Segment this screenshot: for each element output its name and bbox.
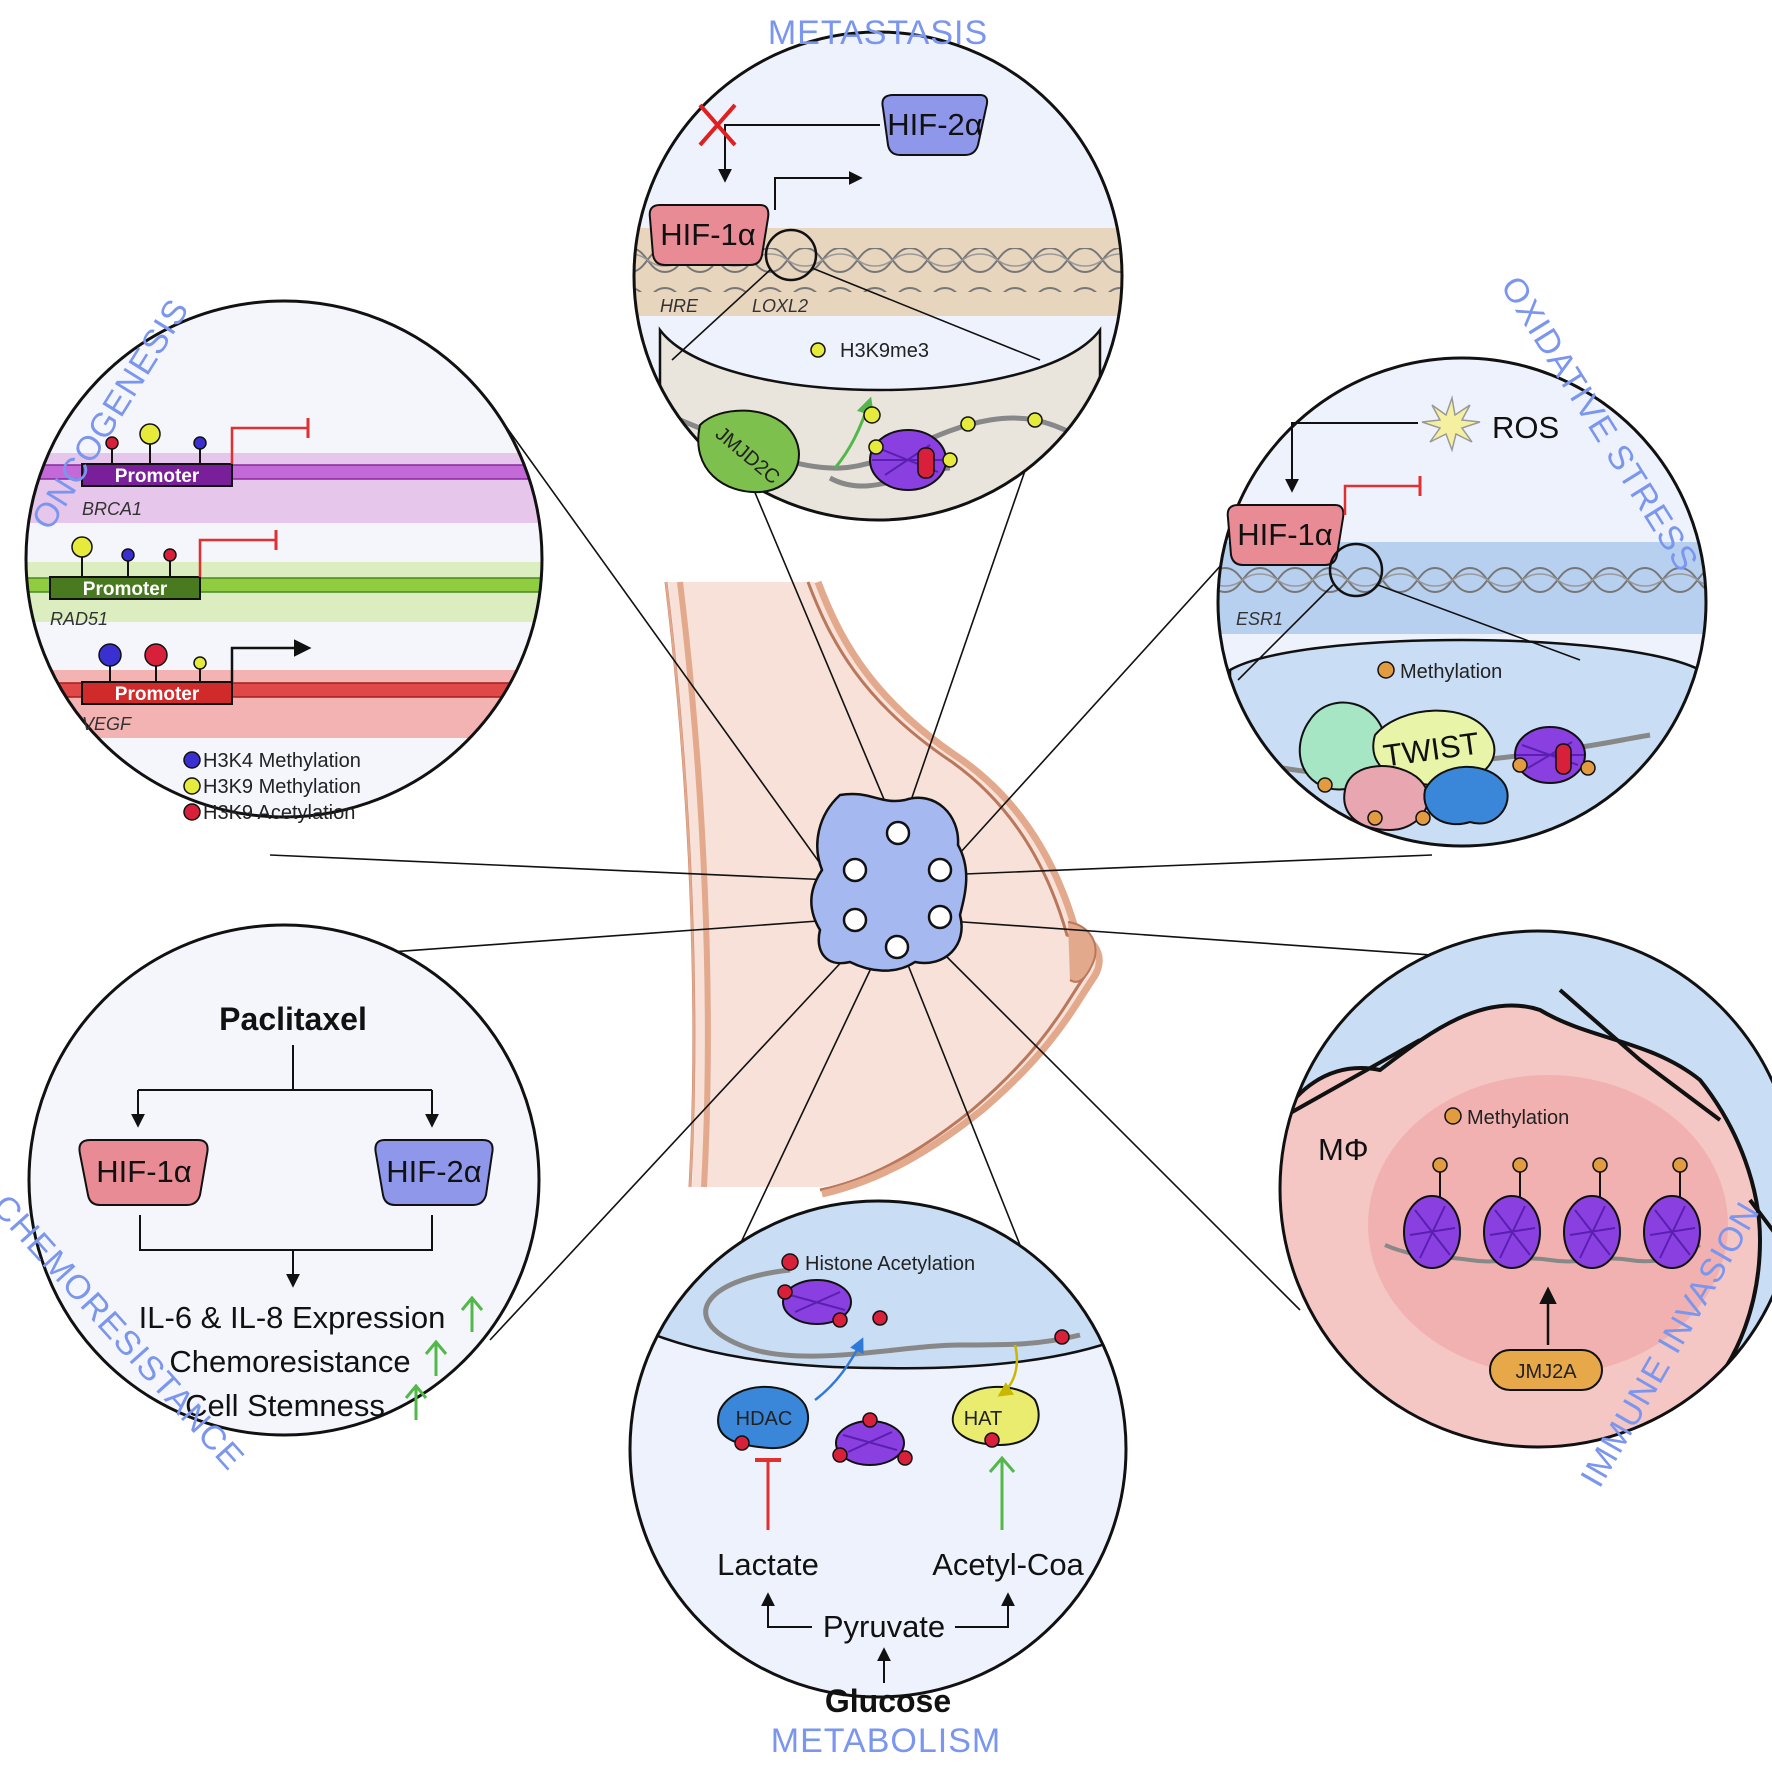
ros-starburst-icon [1421,395,1481,453]
metabolism-title: METABOLISM [771,1722,1001,1760]
glucose-label: Glucose [825,1683,951,1719]
metastasis-hif1-label: HIF-1α [660,217,756,252]
onc-gene-brca1: BRCA1 [82,499,142,519]
jmj2a-label: JMJ2A [1515,1361,1577,1383]
lactate-label: Lactate [717,1547,819,1582]
pyruvate-label: Pyruvate [823,1609,945,1644]
onc-legend-h3k9-ac: H3K9 Acetylation [203,802,355,824]
onc-promoter-2: Promoter [83,579,168,600]
metastasis-hre-label: HRE [660,296,699,316]
immune-panel: MΦ Methylation [1278,929,1772,1494]
chemo-hif2-label: HIF-2α [386,1154,482,1189]
chemo-outcome-2: Chemoresistance [169,1344,410,1379]
oxidative-panel: ROS HIF-1α ESR1 Methylation TWIST OXIDAT… [1216,270,1708,848]
nucleosome-array [1403,1157,1701,1269]
onc-promoter-3: Promoter [115,684,200,705]
oncogenesis-panel: Promoter BRCA1 Promoter RAD51 Promoter V… [24,292,544,824]
tumor-mass [810,792,968,972]
onc-legend-h3k9-meth: H3K9 Methylation [203,776,361,798]
onc-gene-rad51: RAD51 [50,609,108,629]
hat-label: HAT [964,1408,1003,1430]
metastasis-title: METASTASIS [768,14,988,52]
acetyl-coa-label: Acetyl-Coa [932,1547,1084,1582]
oxidative-gene-label: ESR1 [1236,609,1283,629]
chemoresistance-panel: Paclitaxel HIF-1α HIF-2α IL-6 & IL-8 Exp… [0,923,541,1478]
ros-label: ROS [1492,410,1559,445]
metabolism-panel: Histone Acetylation HDAC HAT Lactate Ace… [628,1199,1128,1760]
onc-legend-h3k4: H3K4 Methylation [203,750,361,772]
up-arrow-icons [404,1295,484,1420]
onc-promoter-1: Promoter [115,466,200,487]
immune-mark-label: Methylation [1467,1107,1569,1129]
metabolism-mark-label: Histone Acetylation [805,1253,975,1275]
metastasis-loxl2-label: LOXL2 [752,296,808,316]
oxidative-mark-label: Methylation [1400,661,1502,683]
paclitaxel-label: Paclitaxel [219,1001,367,1037]
chemo-outcome-1: IL-6 & IL-8 Expression [139,1300,446,1335]
oxidative-hif1-label: HIF-1α [1237,517,1333,552]
metastasis-hif2-label: HIF-2α [887,107,983,142]
metastasis-panel: HIF-2α HIF-1α HRE LOXL2 H3K9me3 JMJD2C M… [632,14,1124,522]
onc-gene-vegf: VEGF [82,714,132,734]
hdac-label: HDAC [736,1408,793,1430]
macrophage-label: MΦ [1318,1132,1369,1167]
metastasis-mark-label: H3K9me3 [840,340,929,362]
chemo-outcome-3: Cell Stemness [185,1388,385,1423]
chemo-hif1-label: HIF-1α [96,1154,192,1189]
